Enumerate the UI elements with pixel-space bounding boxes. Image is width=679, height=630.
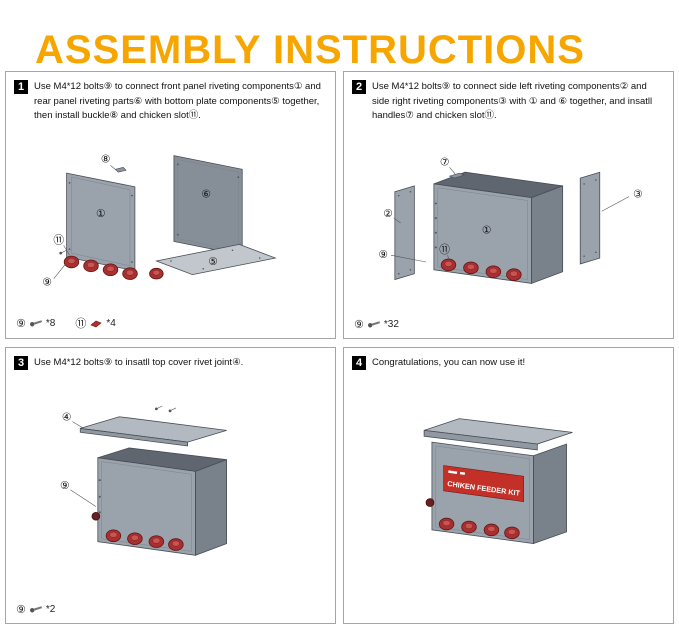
right-side-face	[194, 459, 227, 557]
hardware-part-number: ⑨	[354, 318, 364, 331]
part-label-bolt: ⑨	[378, 248, 388, 261]
step-2-header: 2 Use M4*12 bolts⑨ to connect side left …	[344, 72, 673, 124]
hardware-part-number: ⑨	[16, 317, 26, 330]
front-panel-part	[65, 172, 135, 271]
step-1-instruction: Use M4*12 bolts⑨ to connect front panel …	[34, 81, 321, 122]
step-4-finished-drawing: CHIKEN FEEDER KIT	[423, 418, 573, 545]
step-4-header: 4 Congratulations, you can now use it!	[344, 348, 673, 371]
steps-grid: 1 Use M4*12 bolts⑨ to connect front pane…	[5, 71, 674, 624]
step-2-instruction: Use M4*12 bolts⑨ to connect side left ri…	[372, 81, 653, 122]
part-label-bottom-plate: ⑤	[208, 254, 218, 267]
page-title: ASSEMBLY INSTRUCTIONS	[35, 27, 585, 72]
hardware-part-number: ⑨	[16, 603, 26, 616]
right-side-face	[530, 184, 563, 284]
hardware-part-number: ⑪	[75, 318, 87, 330]
bolt-icon	[29, 320, 42, 327]
part-label-top-cover: ④	[61, 411, 71, 424]
part-label-front-panel: ①	[95, 207, 105, 220]
left-side-panel-part	[393, 184, 415, 280]
step-2-hardware-note: ⑨ *32	[344, 317, 673, 338]
step-2-panel: 2 Use M4*12 bolts⑨ to connect side left …	[343, 71, 674, 339]
hardware-qty: *8	[45, 317, 56, 329]
right-side-panel-part	[579, 171, 600, 265]
bolt-icon	[29, 606, 42, 613]
part-label-handle: ⑦	[439, 155, 449, 168]
bolt-icon	[367, 321, 380, 328]
chicken-slot-knobs	[105, 529, 184, 552]
step-3-instruction: Use M4*12 bolts⑨ to insatll top cover ri…	[34, 357, 244, 368]
chicken-slot-knobs	[440, 258, 522, 281]
rear-panel-part	[173, 154, 243, 256]
step-1-panel: 1 Use M4*12 bolts⑨ to connect front pane…	[5, 71, 336, 339]
step-2-number-badge: 2	[352, 80, 366, 94]
step-4-hardware-note	[344, 602, 673, 623]
step-3-header: 3 Use M4*12 bolts⑨ to insatll top cover …	[6, 348, 335, 371]
step-3-number-badge: 3	[14, 356, 28, 370]
step-2-assembly-drawing: ⑦ ② ① ③ ⑨ ⑪	[378, 155, 642, 284]
step-3-diagram: ④ ⑨	[6, 371, 335, 602]
part-label-rear-panel: ⑥	[201, 187, 211, 200]
step-1-diagram: ⑧ ① ⑥ ⑤ ⑨ ⑪	[6, 124, 335, 315]
chicken-slot-icon	[90, 320, 102, 328]
side-latch-knob	[425, 498, 434, 508]
part-label-chicken-slot: ⑪	[53, 233, 64, 246]
part-label-bolt: ⑨	[59, 479, 69, 492]
step-3-hardware-note: ⑨ *2	[6, 602, 335, 623]
step-3-panel: 3 Use M4*12 bolts⑨ to insatll top cover …	[5, 347, 336, 624]
closed-lid	[423, 418, 573, 451]
part-label-chicken-slot: ⑪	[439, 243, 450, 256]
right-side-face	[532, 443, 567, 545]
part-label-left-side: ②	[383, 207, 393, 220]
bottom-plate-part	[154, 243, 277, 275]
top-cover-part	[79, 406, 227, 447]
step-1-hardware-note: ⑨ *8 ⑪ *4	[6, 315, 335, 338]
step-4-panel: 4 Congratulations, you can now use it!	[343, 347, 674, 624]
hardware-qty: *2	[45, 603, 56, 615]
step-4-number-badge: 4	[352, 356, 366, 370]
step-3-lid-drawing: ④ ⑨	[59, 406, 227, 557]
step-1-number-badge: 1	[14, 80, 28, 94]
buckle-part	[114, 166, 127, 173]
side-latch-knob	[91, 512, 100, 521]
hardware-qty: *4	[106, 317, 116, 329]
hardware-qty: *32	[383, 318, 399, 330]
chicken-slot-knobs	[438, 518, 520, 540]
part-label-buckle: ⑧	[100, 152, 110, 165]
part-label-front-panel: ①	[481, 223, 491, 236]
part-label-right-side: ③	[632, 187, 642, 200]
handle-part	[448, 172, 465, 178]
brand-label: CHIKEN FEEDER KIT	[442, 465, 524, 503]
chicken-slot-knobs	[63, 255, 164, 280]
part-label-bolt: ⑨	[42, 275, 52, 288]
step-4-diagram: CHIKEN FEEDER KIT	[344, 371, 673, 602]
step-1-header: 1 Use M4*12 bolts⑨ to connect front pane…	[6, 72, 335, 124]
step-2-diagram: ⑦ ② ① ③ ⑨ ⑪	[344, 124, 673, 317]
step-4-instruction: Congratulations, you can now use it!	[372, 357, 526, 368]
step-1-exploded-drawing: ⑧ ① ⑥ ⑤ ⑨ ⑪	[42, 152, 277, 288]
front-face	[432, 183, 532, 284]
